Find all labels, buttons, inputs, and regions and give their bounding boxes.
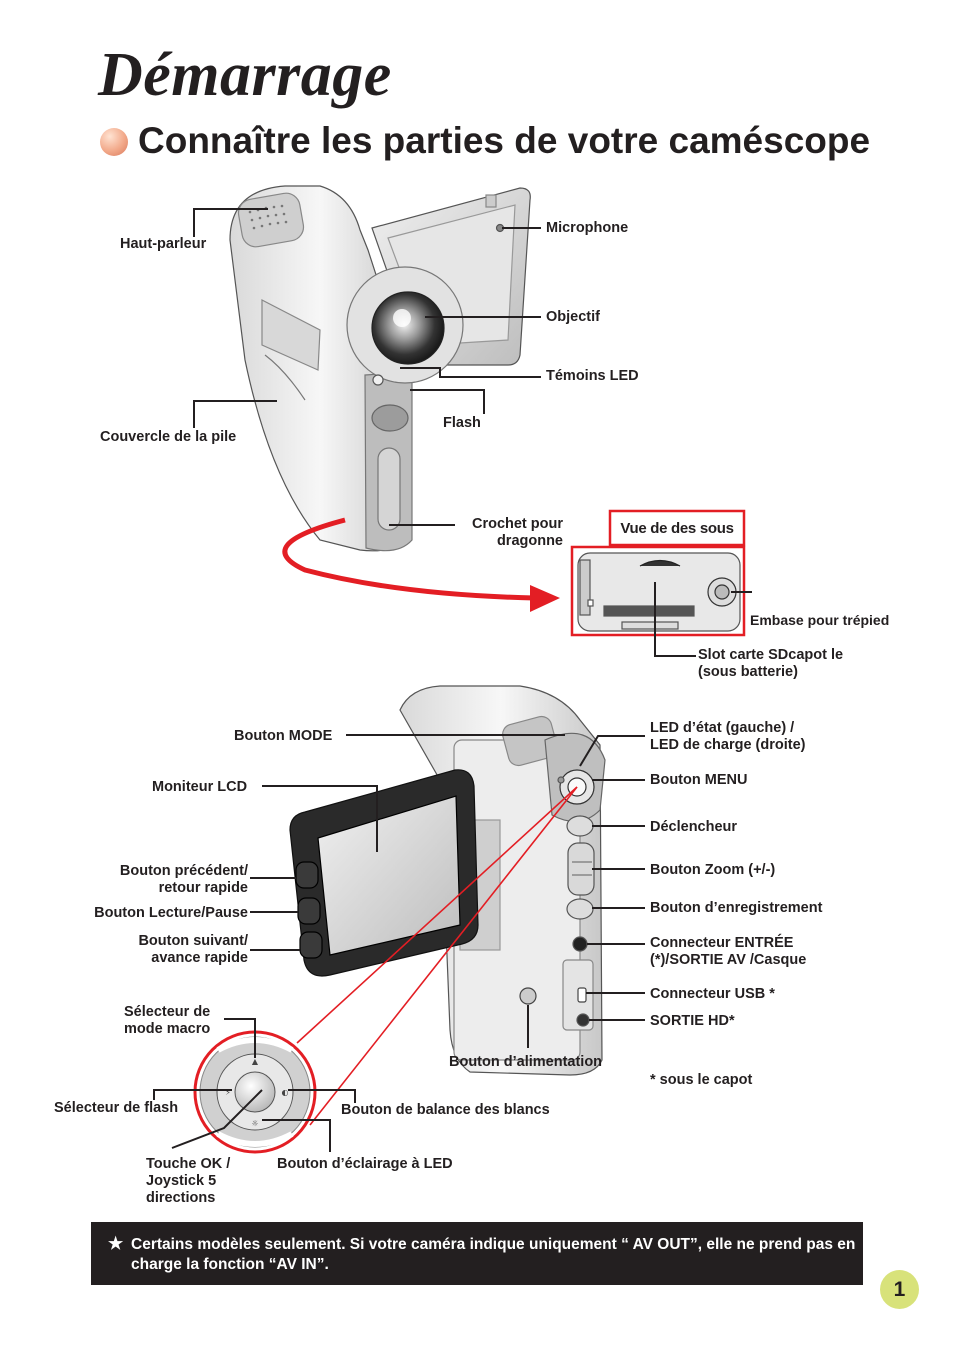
camera-top-illustration (229, 185, 531, 552)
label-sortie-hd: SORTIE HD* (650, 1013, 735, 1029)
svg-text:▲: ▲ (252, 1057, 259, 1066)
label-objectif: Objectif (546, 309, 600, 325)
label-connecteur-entree: Connecteur ENTRÉE (*)/SORTIE AV /Casque (650, 935, 807, 968)
joystick-closeup: ▲ ☼ ⚡ ◐ (193, 1030, 317, 1154)
arrow-curve (282, 517, 536, 601)
leader-lines (153, 208, 752, 1152)
label-bouton-zoom: Bouton Zoom (+/-) (650, 862, 776, 878)
label-bouton-precedent: Bouton précédent/ retour rapide (119, 863, 248, 896)
label-flash: Flash (443, 415, 481, 431)
camera-back-illustration (289, 685, 606, 1076)
label-slot-carte-sd: Slot carte SDcapot le (sous batterie) (698, 647, 844, 680)
label-sous-capot: * sous le capot (650, 1072, 753, 1088)
label-touche-ok: Touche OK / Joystick 5 directions (146, 1156, 231, 1206)
arrow-head-icon (530, 585, 560, 612)
label-microphone: Microphone (546, 220, 629, 236)
label-moniteur-lcd: Moniteur LCD (152, 779, 248, 795)
label-declencheur: Déclencheur (650, 819, 738, 835)
label-bouton-mode: Bouton MODE (234, 728, 333, 744)
label-selecteur-macro: Sélecteur de mode macro (124, 1004, 211, 1037)
label-crochet-dragonne: Crochet pour dragonne (471, 516, 563, 549)
page-title: Démarrage (98, 41, 392, 109)
label-vue-dessous: Vue de des sous (620, 519, 734, 537)
svg-text:⚡: ⚡ (225, 1088, 231, 1097)
label-selecteur-flash: Sélecteur de flash (54, 1100, 179, 1116)
label-bouton-menu: Bouton MENU (650, 772, 748, 788)
footnote-box (91, 1222, 863, 1285)
svg-text:◐: ◐ (282, 1088, 289, 1097)
section-bullet-icon (100, 128, 128, 156)
label-bouton-suivant: Bouton suivant/ avance rapide (138, 933, 248, 966)
label-bouton-enregistrement: Bouton d’enregistrement (650, 900, 823, 916)
label-balance-blancs: Bouton de balance des blancs (341, 1102, 550, 1118)
footnote-text: Certains modèles seulement. Si votre cam… (131, 1236, 856, 1273)
label-led-etat: LED d’état (gauche) / LED de charge (dro… (650, 720, 806, 753)
label-eclairage-led: Bouton d’éclairage à LED (277, 1156, 453, 1172)
page-number-badge: 1 (880, 1270, 919, 1309)
star-icon: ★ (108, 1234, 124, 1253)
label-connecteur-usb: Connecteur USB * (650, 986, 775, 1002)
label-lecture-pause: Bouton Lecture/Pause (94, 905, 248, 921)
label-couvercle-pile: Couvercle de la pile (100, 429, 237, 445)
label-bouton-alimentation: Bouton d’alimentation (449, 1054, 603, 1070)
label-temoins-led: Témoins LED (546, 368, 639, 384)
svg-text:☼: ☼ (251, 1119, 258, 1128)
section-heading: Connaître les parties de votre caméscope (138, 120, 871, 161)
label-haut-parleur: Haut-parleur (120, 236, 207, 252)
camera-bottom-illustration (577, 552, 741, 632)
label-embase-trepied: Embase pour trépied (750, 612, 890, 628)
